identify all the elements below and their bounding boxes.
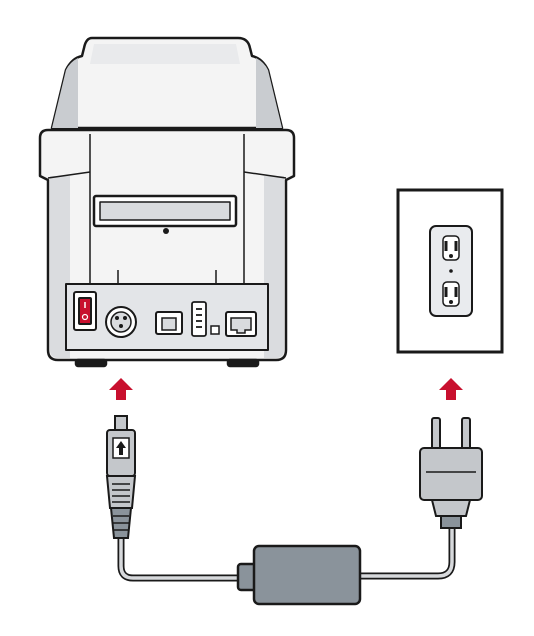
arrow-up-icon (109, 378, 133, 400)
power-adapter-icon (236, 544, 362, 606)
arrow-up-icon (439, 378, 463, 400)
dc-power-port-icon (105, 306, 137, 338)
dc-connector-icon (105, 415, 137, 539)
wall-outlet-icon (396, 188, 504, 354)
power-switch-icon (73, 291, 97, 331)
usb-b-port-icon (155, 311, 183, 335)
serial-port-icon (191, 301, 220, 337)
ac-plug-icon (419, 417, 483, 529)
ethernet-port-icon (225, 311, 257, 337)
power-cable (117, 528, 456, 582)
